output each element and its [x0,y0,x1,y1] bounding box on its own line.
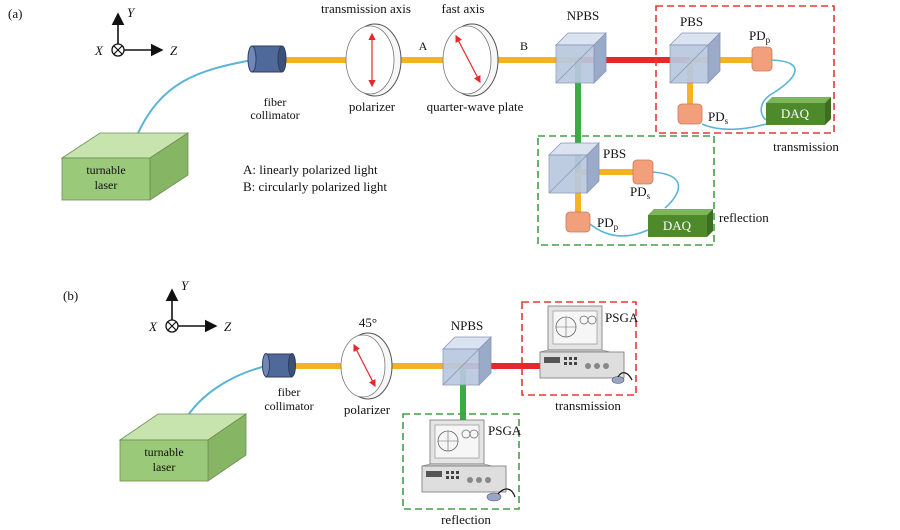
reflection-box-b [402,413,520,510]
fast-axis-label: fast axis [442,1,485,16]
axes-b: Y X Z [148,278,232,334]
daq-transmission: DAQ [766,97,831,125]
transmission-caption-a: transmission [773,139,839,154]
cable-reflection [652,171,680,209]
collimator-label-line2: collimator [250,108,299,122]
polarizer-a: transmission axis polarizer [321,1,411,114]
pd-s-detector-reflection [632,159,654,185]
tunable-laser-a: turnable laser [60,132,190,201]
pd-s-label-reflection: PDs [630,184,651,201]
pbs-label-transmission: PBS [680,14,703,29]
pbs-cube-transmission [669,32,721,84]
psga-instrument-reflection [421,419,516,502]
psga-instrument-transmission [539,305,633,384]
pbs-cube-reflection [548,142,600,194]
point-b-label: B [520,39,528,53]
transmission-box [655,5,835,134]
daq-label-reflection: DAQ [663,218,692,233]
reflection-detection-a: PBS PDs PDp DAQ reflection [537,135,769,246]
z-axis-label-b: Z [224,319,232,334]
pd-s-label-transmission: PDs [708,109,729,126]
npbs-cube-b: NPBS [442,318,492,386]
reflection-psga-b: PSGA reflection [402,413,522,527]
psga-label-transmission: PSGA [605,310,639,325]
y-axis-label: Y [127,5,136,20]
pd-p-detector-transmission [751,46,773,72]
collimator-label-line1: fiber [264,95,287,109]
panel-a: (a) Y X Z turnable laser [8,1,839,246]
transmission-psga-b: PSGA transmission [521,301,639,413]
laser-label-line1-b: turnable [144,445,183,459]
quarter-wave-plate: fast axis quarter-wave plate [427,1,524,114]
pd-p-label-reflection: PDp [597,215,619,232]
optical-fiber [134,59,253,141]
transmission-axis-label: transmission axis [321,1,411,16]
reflection-caption-b: reflection [441,512,491,527]
collimator-label-line2-b: collimator [264,399,313,413]
panel-b: (b) Y X Z turnable laser fiber collimato… [63,278,639,527]
daq-reflection: DAQ [648,209,713,237]
daq-label-transmission: DAQ [781,106,810,121]
angle-label-b: 45° [359,315,377,330]
collimator-label-line1-b: fiber [278,385,301,399]
pbs-label-reflection: PBS [603,146,626,161]
reflection-box [537,135,715,246]
polarizer-label: polarizer [349,99,396,114]
mouse-icon-reflection [486,492,502,502]
psga-label-reflection: PSGA [488,423,522,438]
reflection-caption-a: reflection [719,210,769,225]
npbs-cube-a: NPBS [555,8,607,84]
laser-label-line1: turnable [86,163,125,177]
x-axis-label-b: X [148,319,158,334]
polarizer-b: 45° polarizer [340,315,393,417]
pd-s-detector-transmission [677,103,703,125]
npbs-label-b: NPBS [451,318,484,333]
panel-b-label: (b) [63,288,78,303]
z-axis-label: Z [170,43,178,58]
y-axis-label-b: Y [181,278,190,293]
x-axis-label: X [94,43,104,58]
controller-unit-icon-reflection [421,465,507,493]
pd-p-detector-reflection [565,211,591,233]
axes-a: Y X Z [94,5,178,58]
fiber-collimator-b: fiber collimator [262,353,314,413]
panel-a-label: (a) [8,6,22,21]
fast-axis-arrow [455,34,481,84]
mouse-icon [611,376,625,384]
legend-b-line: B: circularly polarized light [243,179,387,194]
cable-transmission [760,59,796,121]
polarizer-label-b: polarizer [344,402,391,417]
transmission-caption-b: transmission [555,398,621,413]
laser-label-line2: laser [95,178,118,192]
polarizer-axis-arrow-b [353,343,376,388]
laser-label-line2-b: laser [153,460,176,474]
controller-unit-icon [539,351,625,379]
npbs-label-a: NPBS [567,8,600,23]
transmission-box-b [521,301,637,396]
transmission-detection-a: PBS PDp PDs DAQ transmission [655,5,839,154]
pd-p-label-transmission: PDp [749,28,771,45]
tunable-laser-b: turnable laser [118,413,248,482]
legend-a-line: A: linearly polarized light [243,162,378,177]
point-a-label: A [419,39,428,53]
fiber-collimator-a: fiber collimator [247,45,300,122]
qwp-label: quarter-wave plate [427,99,524,114]
optical-fiber-b [184,365,267,421]
